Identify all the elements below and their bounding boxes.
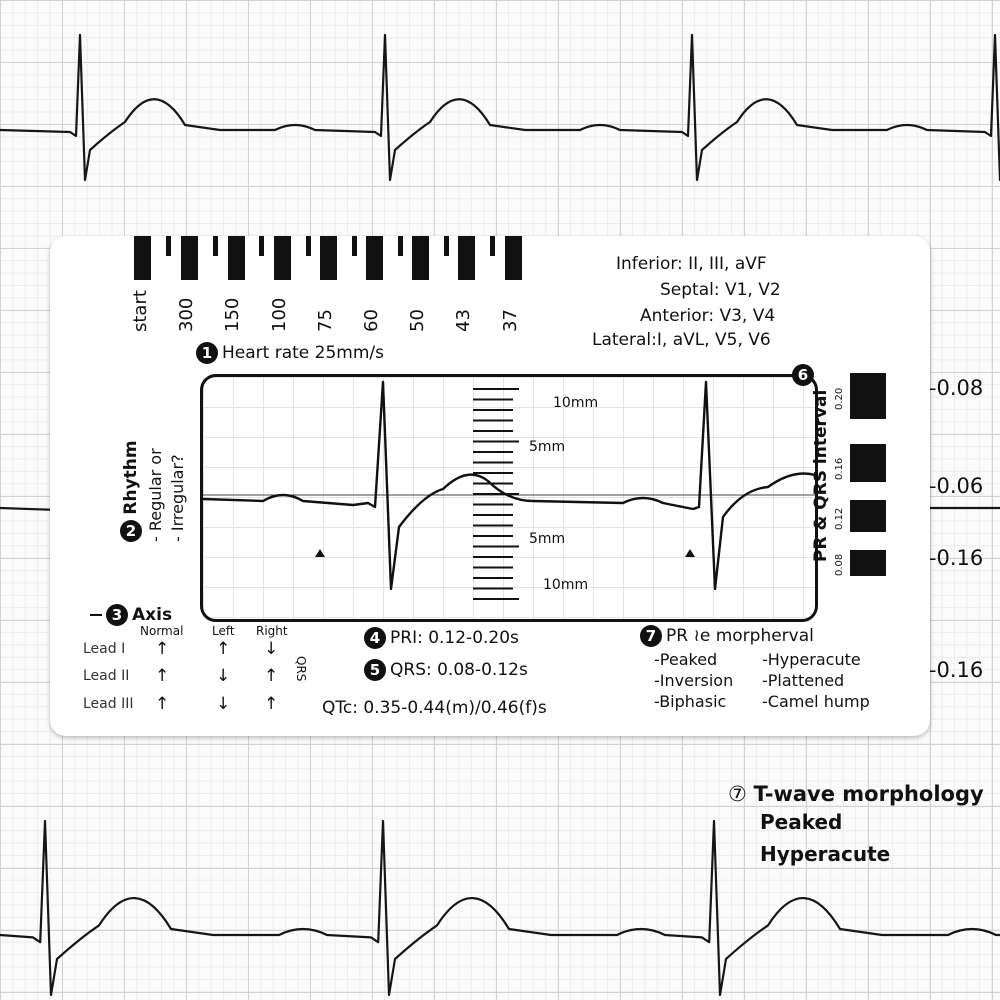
axis-normal-lead-iii: ↑	[155, 694, 170, 714]
background-label-0-06: –0.06	[926, 474, 984, 498]
morphology-peaked: -Peaked	[654, 650, 718, 669]
axis-left-lead-iii: ↓	[216, 694, 231, 714]
leads-lateral: Lateral:I, aVL, V5, V6	[592, 330, 771, 350]
rate-label-75: 75	[315, 309, 336, 332]
rhythm-title: 2 Rhythm	[120, 440, 142, 542]
background-label-0-16-b: –0.16	[926, 658, 984, 682]
morphology-inversion: -Inversion	[654, 671, 734, 690]
axis-normal-lead-ii: ↑	[155, 666, 170, 686]
t-wave-morphology-title: ⑦ T-wave morphology	[728, 782, 984, 806]
ruler-label-5mm-bottom: 5mm	[529, 531, 566, 547]
background-label-0-08: –0.08	[926, 376, 984, 400]
interval-value-0-12: 0.12	[834, 507, 845, 530]
rhythm-regular: - Regular or	[146, 448, 165, 542]
step-7-badge: 7	[640, 625, 662, 647]
axis-right-lead-ii: ↑	[264, 666, 279, 686]
t-wave-hyperacute: Hyperacute	[760, 842, 891, 866]
axis-col-left: Left	[212, 624, 235, 638]
rhythm-irregular: - Irregular?	[168, 454, 187, 542]
morphology-biphasic: -Biphasic	[654, 692, 727, 711]
rate-label-37: 37	[500, 309, 521, 332]
step-5-badge: 5	[364, 659, 386, 681]
step-2-badge: 2	[120, 520, 142, 542]
ruler-label-10mm-top: 10mm	[553, 395, 599, 411]
interval-value-0-08: 0.08	[834, 553, 845, 576]
interval-bar-0-16	[850, 444, 886, 482]
rate-label-100: 100	[269, 297, 290, 332]
leads-anterior: Anterior: V3, V4	[640, 306, 776, 326]
rate-label-60: 60	[361, 309, 382, 332]
morphology-hyperacute: -Hyperacute	[762, 650, 861, 669]
step-6-badge: 6	[792, 364, 814, 386]
axis-left-lead-ii: ↓	[216, 666, 231, 686]
interval-bar-0-08	[850, 550, 886, 576]
background-trace-1	[0, 33, 1000, 182]
axis-normal-lead-i: ↑	[155, 639, 170, 659]
window-ecg-trace	[203, 380, 815, 600]
interval-bar-0-12	[850, 500, 886, 532]
ruler-label-5mm-top: 5mm	[529, 439, 566, 455]
background-label-0-16-a: –0.16	[926, 546, 984, 570]
axis-row-lead-i: Lead I	[83, 641, 126, 657]
rate-label-150: 150	[222, 297, 243, 332]
interval-value-0-16: 0.16	[834, 457, 845, 480]
heart-rate-label: 1 Heart rate 25mm/s	[196, 342, 384, 364]
morphology-plattened: -Plattened	[762, 671, 845, 690]
qtc-label: QTc: 0.35-0.44(m)/0.46(f)s	[322, 698, 547, 718]
rate-label-43: 43	[453, 309, 474, 332]
axis-row-lead-iii: Lead III	[83, 696, 134, 712]
axis-qrs-label: QRS	[294, 656, 308, 682]
rate-label-50: 50	[407, 309, 428, 332]
rate-label-start: start	[130, 290, 151, 332]
t-wave-peaked: Peaked	[760, 810, 843, 834]
pri-label: 4 PRI: 0.12-0.20s	[364, 627, 519, 649]
axis-row-lead-ii: Lead II	[83, 668, 130, 684]
qrs-label: 5 QRS: 0.08-0.12s	[364, 659, 528, 681]
axis-left-lead-i: ↑	[216, 639, 231, 659]
p-wave-marker-1	[315, 549, 325, 557]
leads-inferior: Inferior: II, III, aVF	[616, 254, 767, 274]
morphology-title: 7 PR ≀e morpherval	[640, 625, 814, 647]
rate-label-300: 300	[176, 297, 197, 332]
morphology-camel-hump: -Camel hump	[762, 692, 870, 711]
axis-title: 3 Axis	[90, 604, 172, 626]
axis-right-lead-i: ↓	[264, 639, 279, 659]
leads-septal: Septal: V1, V2	[660, 280, 781, 300]
p-wave-marker-2	[685, 549, 695, 557]
ruler-label-10mm-bottom: 10mm	[543, 577, 589, 593]
axis-col-right: Right	[256, 624, 288, 638]
step-4-badge: 4	[364, 627, 386, 649]
axis-right-lead-iii: ↑	[264, 694, 279, 714]
ecg-window: 10mm 5mm 5mm 10mm	[200, 374, 818, 622]
interval-value-0-20: 0.20	[834, 387, 845, 410]
step-1-badge: 1	[196, 342, 218, 364]
axis-col-normal: Normal	[140, 624, 184, 638]
step-3-badge: 3	[106, 604, 128, 626]
ecg-ruler-card: start 300 150 100 75 60 50 43 37 Inferio…	[50, 236, 930, 736]
interval-title: PR & QRS interval	[811, 389, 831, 562]
interval-bar-0-20	[850, 373, 886, 419]
background-trace-3	[0, 819, 1000, 997]
